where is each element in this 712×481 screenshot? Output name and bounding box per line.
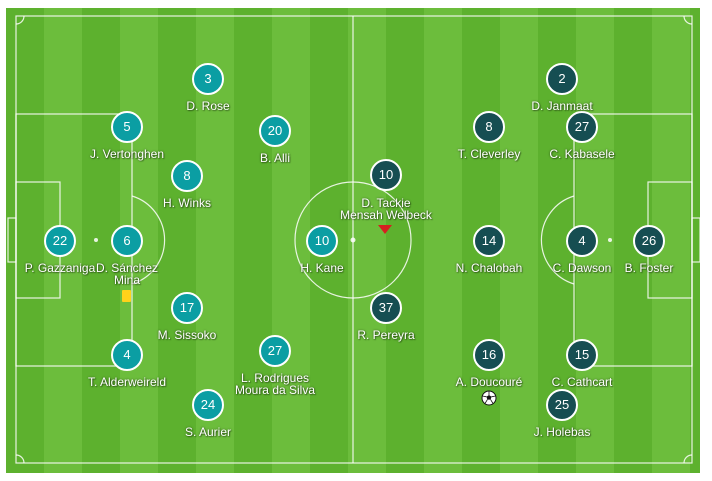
player-name: C. Dawson [552, 261, 612, 275]
shirt-number-badge[interactable]: 17 [171, 292, 203, 324]
player-name-line2: Mina [113, 273, 140, 287]
player-name: M. Sissoko [157, 328, 217, 342]
yellow-card-icon [122, 290, 131, 302]
football-icon [481, 390, 497, 406]
player-name-line2: Moura da Silva [234, 383, 316, 397]
shirt-number-badge[interactable]: 5 [111, 111, 143, 143]
player-name: T. Alderweireld [87, 375, 167, 389]
shirt-number-badge[interactable]: 22 [44, 225, 76, 257]
player-name: A. Doucouré [455, 375, 523, 389]
shirt-number-badge[interactable]: 10 [370, 159, 402, 191]
player-name: J. Holebas [533, 425, 591, 439]
shirt-number-badge[interactable]: 4 [111, 339, 143, 371]
shirt-number-badge[interactable]: 20 [259, 115, 291, 147]
shirt-number-badge[interactable]: 10 [306, 225, 338, 257]
player-name: B. Alli [259, 151, 290, 165]
player-name: B. Foster [624, 261, 674, 275]
shirt-number-badge[interactable]: 3 [192, 63, 224, 95]
player-name: L. Rodrigues [240, 371, 310, 385]
player-name-line2: Mensah Welbeck [340, 208, 432, 222]
player-name: R. Pereyra [357, 328, 415, 342]
player-name: H. Kane [300, 261, 344, 275]
shirt-number-badge[interactable]: 26 [633, 225, 665, 257]
shirt-number-badge[interactable]: 27 [566, 111, 598, 143]
substitution-arrow-icon [378, 225, 392, 234]
shirt-number-badge[interactable]: 14 [473, 225, 505, 257]
shirt-number-badge[interactable]: 16 [473, 339, 505, 371]
shirt-number-badge[interactable]: 24 [192, 389, 224, 421]
shirt-number-badge[interactable]: 37 [370, 292, 402, 324]
player-name: N. Chalobah [455, 261, 523, 275]
player-name: P. Gazzaniga [24, 261, 96, 275]
player-name: C. Cathcart [551, 375, 613, 389]
pitch-spots [94, 237, 612, 243]
shirt-number-badge[interactable]: 27 [259, 335, 291, 367]
player-name: J. Vertonghen [89, 147, 165, 161]
player-name: D. Janmaat [531, 99, 593, 113]
player-name: T. Cleverley [457, 147, 521, 161]
shirt-number-badge[interactable]: 8 [473, 111, 505, 143]
player-name: D. Sánchez [95, 261, 159, 275]
player-name: C. Kabasele [549, 147, 615, 161]
player-name: D. Tackie [361, 196, 411, 210]
shirt-number-badge[interactable]: 15 [566, 339, 598, 371]
shirt-number-badge[interactable]: 6 [111, 225, 143, 257]
player-name: H. Winks [163, 196, 211, 210]
player-name: S. Aurier [184, 425, 232, 439]
player-name: D. Rose [186, 99, 230, 113]
shirt-number-badge[interactable]: 4 [566, 225, 598, 257]
shirt-number-badge[interactable]: 25 [546, 389, 578, 421]
shirt-number-badge[interactable]: 2 [546, 63, 578, 95]
shirt-number-badge[interactable]: 8 [171, 160, 203, 192]
